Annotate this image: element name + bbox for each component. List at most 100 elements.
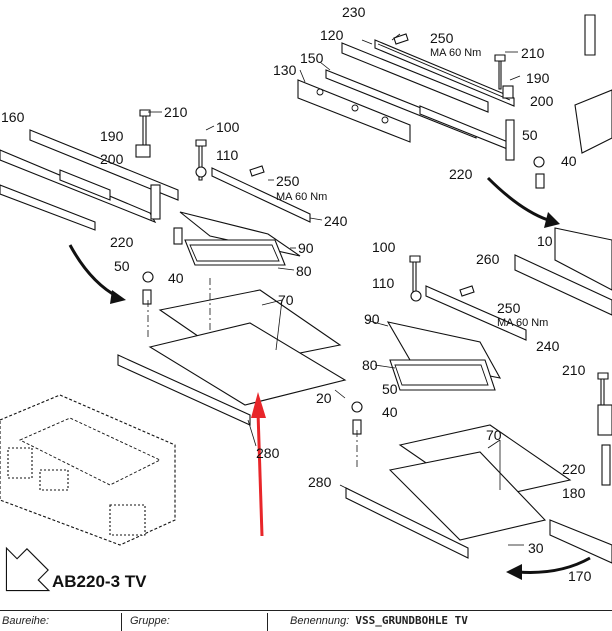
label-110-left: 110 xyxy=(216,147,239,163)
label-220-right: 220 xyxy=(562,461,586,477)
part-120 xyxy=(341,42,489,113)
part-170 xyxy=(549,519,612,564)
label-90-left: 90 xyxy=(298,240,314,256)
exploded-parts-drawing: 230 250 MA 60 Nm 120 150 130 210 190 200… xyxy=(0,4,612,592)
curved-arrow-right xyxy=(517,556,591,574)
label-100-left: 100 xyxy=(216,119,240,135)
label-40-top: 40 xyxy=(561,153,577,169)
strip-260 xyxy=(514,254,612,316)
label-240-right: 240 xyxy=(536,338,560,354)
strip-280-left xyxy=(117,354,251,426)
bolt-210-top xyxy=(494,54,506,90)
label-260: 260 xyxy=(476,251,500,267)
label-280-left: 280 xyxy=(256,445,280,461)
label-110-right: 110 xyxy=(372,275,395,291)
pin-left xyxy=(150,184,161,220)
bracket-190 xyxy=(502,85,514,99)
benennung-value: VSS_GRUNDBOHLE TV xyxy=(355,614,468,627)
callout-labels: 230 250 MA 60 Nm 120 150 130 210 190 200… xyxy=(1,4,592,591)
gasket-80-left xyxy=(184,239,286,266)
label-120: 120 xyxy=(320,27,344,43)
benennung-label: Benennung: xyxy=(290,615,350,627)
bolt-210-left xyxy=(139,109,151,149)
label-210-right: 210 xyxy=(562,362,586,378)
label-210-left: 210 xyxy=(164,104,188,120)
nut-110-left xyxy=(195,166,207,178)
nut-110-right xyxy=(410,290,422,302)
bolt-100-right xyxy=(409,255,421,295)
label-220-left: 220 xyxy=(110,234,134,250)
label-100-right: 100 xyxy=(372,239,396,255)
strip-240-left xyxy=(211,167,311,223)
frame-top-right xyxy=(574,89,612,154)
label-280-right: 280 xyxy=(308,474,332,490)
label-90-right: 90 xyxy=(364,311,380,327)
part-220-pin xyxy=(505,119,515,161)
hollow-arrow-icon xyxy=(5,546,51,592)
field-benennung: Benennung: VSS_GRUNDBOHLE TV xyxy=(290,611,468,631)
strip-280-right xyxy=(345,487,469,559)
label-40-right: 40 xyxy=(382,404,398,420)
part-130-left xyxy=(0,184,96,231)
plate-30 xyxy=(388,451,547,541)
machine-thumbnail xyxy=(0,394,176,546)
curved-arrow-left xyxy=(68,244,119,299)
field-gruppe: Gruppe: xyxy=(130,611,170,631)
label-180: 180 xyxy=(562,485,586,501)
label-210-top: 210 xyxy=(521,45,545,61)
plate-10 xyxy=(554,227,612,291)
strip-240-right xyxy=(425,285,527,341)
label-220-top: 220 xyxy=(449,166,473,182)
bracket-190-left xyxy=(135,144,151,158)
label-20: 20 xyxy=(316,390,332,406)
label-200-top: 200 xyxy=(530,93,554,109)
label-50-right: 50 xyxy=(382,381,398,397)
label-240-left: 240 xyxy=(324,213,348,229)
assembly-top-right xyxy=(297,14,612,316)
label-10: 10 xyxy=(537,233,553,249)
label-230: 230 xyxy=(342,4,366,20)
bolt-250-left xyxy=(249,165,265,177)
label-170: 170 xyxy=(568,568,592,584)
label-200-left: 200 xyxy=(100,151,124,167)
note-250-right: MA 60 Nm xyxy=(497,317,548,329)
sleeve-40-left xyxy=(142,289,152,305)
label-40-left: 40 xyxy=(168,270,184,286)
assembly-right-lower xyxy=(345,255,612,580)
red-arrow-icon xyxy=(256,411,264,537)
label-30: 30 xyxy=(528,540,544,556)
label-70-left: 70 xyxy=(278,292,294,308)
label-70-right: 70 xyxy=(486,427,502,443)
assembly-left-upper xyxy=(0,109,179,231)
sleeve-40-top xyxy=(535,173,545,189)
label-190-left: 190 xyxy=(100,128,124,144)
label-150: 150 xyxy=(300,50,324,66)
note-250-left: MA 60 Nm xyxy=(276,191,327,203)
nut-50-top xyxy=(533,156,545,168)
model-name: AB220-3 TV xyxy=(52,572,147,591)
baureihe-label: Baureihe: xyxy=(2,615,50,627)
part-220-rod xyxy=(419,105,511,151)
bolt-250-top xyxy=(393,33,409,45)
label-130: 130 xyxy=(273,62,297,78)
label-250-right: 250 xyxy=(497,300,521,316)
bolt-210-right xyxy=(597,372,609,410)
part-230 xyxy=(374,39,515,107)
nut-50-left xyxy=(142,271,154,283)
pin-220-right xyxy=(601,444,611,486)
curved-arrow-top xyxy=(486,176,549,222)
gasket-80-right xyxy=(389,359,496,391)
title-block: Baureihe: Gruppe: Benennung: VSS_GRUNDBOH… xyxy=(0,610,612,631)
bolt-250-right xyxy=(459,285,475,297)
label-80-left: 80 xyxy=(296,263,312,279)
bolt-100-left xyxy=(195,139,207,181)
label-160: 160 xyxy=(1,109,25,125)
label-190-top: 190 xyxy=(526,70,550,86)
field-baureihe: Baureihe: xyxy=(2,611,49,631)
assembly-left-middle xyxy=(68,139,347,537)
nut-50-right xyxy=(351,401,363,413)
plate-20 xyxy=(148,322,347,406)
label-50-top: 50 xyxy=(522,127,538,143)
label-250-top: 250 xyxy=(430,30,454,46)
bolt-top-right xyxy=(584,14,596,56)
